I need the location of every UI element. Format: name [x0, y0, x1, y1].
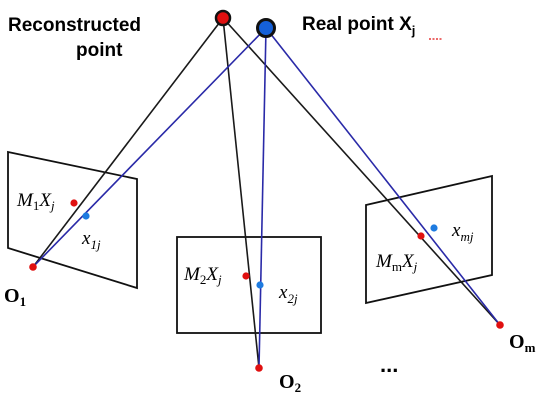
observed-label-2: x2j [278, 282, 298, 306]
observed-dot-m [430, 224, 438, 232]
camera-center-2 [255, 364, 263, 372]
projection-label-m: MmXj [375, 251, 418, 274]
camera-center-label-1: O1 [4, 285, 26, 309]
observed-dot-2 [256, 281, 264, 289]
projection-label-1: M1Xj [16, 190, 55, 213]
reconstructed-ray-2 [222, 17, 260, 369]
camera-center-1 [29, 263, 37, 271]
real-ray-m [265, 27, 501, 326]
real-ray-2 [258, 27, 267, 369]
image-plane-1 [7, 150, 138, 290]
more-cameras-ellipsis: ... [380, 352, 398, 377]
reconstructed-ray-m [222, 17, 501, 326]
observed-dot-1 [82, 212, 90, 220]
image-plane-m [365, 174, 493, 305]
projection-label-2: M2Xj [183, 264, 222, 287]
projection-dot-1 [70, 199, 78, 207]
image-plane-2 [176, 236, 322, 334]
camera-center-m [496, 321, 504, 329]
projection-dot-m [417, 232, 425, 240]
real-point-label: Real point Xj [302, 14, 415, 38]
real-ray-1 [32, 27, 267, 268]
camera-center-label-m: Om [509, 331, 536, 355]
real-point-marker [256, 18, 276, 38]
observed-label-1: x1j [81, 228, 101, 252]
reconstructed-point-marker [214, 9, 232, 27]
projection-dot-2 [242, 272, 250, 280]
reconstructed-rays [32, 17, 501, 369]
observed-label-m: xmj [451, 220, 474, 244]
reconstructed-ray-1 [32, 17, 224, 268]
real-rays [32, 27, 501, 369]
camera-center-label-2: O2 [279, 371, 301, 395]
reconstructed-point-label: Reconstructed point [8, 15, 146, 61]
